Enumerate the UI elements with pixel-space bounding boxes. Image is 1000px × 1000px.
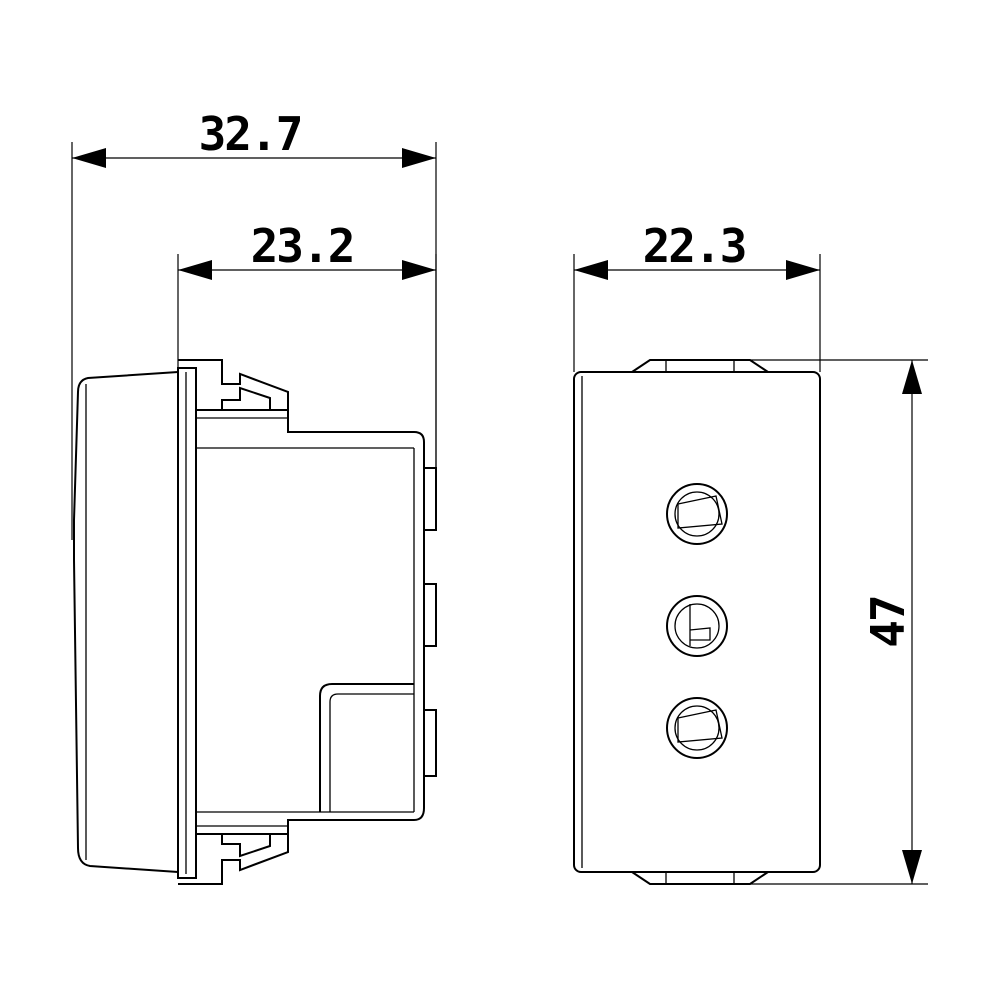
side-plate <box>177 367 197 879</box>
dimension-body-depth: 23.2 <box>177 219 437 468</box>
side-view <box>73 359 437 885</box>
front-top-clip <box>631 359 769 373</box>
side-body <box>196 409 425 835</box>
dimension-label-overall-depth: 32.7 <box>199 107 302 161</box>
front-bottom-clip <box>631 871 769 885</box>
dimension-front-height: 47 <box>750 359 928 885</box>
side-rear-tab-top <box>423 467 437 531</box>
dimension-front-width: 22.3 <box>573 219 821 372</box>
dimension-label-front-width: 22.3 <box>643 219 746 273</box>
dimension-overall-depth: 32.7 <box>71 107 437 540</box>
side-rear-tab-bottom <box>423 709 437 777</box>
front-view <box>573 359 821 885</box>
socket-hole-top <box>666 483 728 545</box>
dimension-label-body-depth: 23.2 <box>251 219 354 273</box>
dimension-label-front-height: 47 <box>861 596 915 647</box>
side-front-cover <box>73 371 179 873</box>
socket-hole-middle <box>666 595 728 657</box>
side-bottom-clip <box>178 833 289 885</box>
front-plate <box>573 371 821 873</box>
socket-hole-bottom <box>666 697 728 759</box>
side-rear-tab-mid <box>423 583 437 647</box>
